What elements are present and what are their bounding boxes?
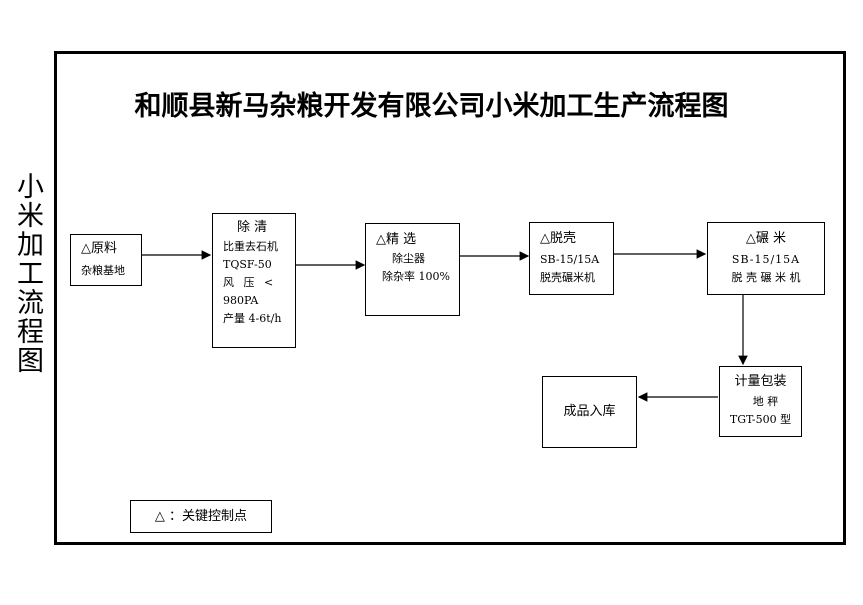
node-cleaning-line5: 980PA xyxy=(223,294,259,307)
node-cleaning-line3: TQSF-50 xyxy=(223,258,272,271)
node-selection-line3: 除杂率 100% xyxy=(382,270,450,283)
node-milling: △碾 米 SB-15/15A 脱 壳 碾 米 机 xyxy=(707,222,825,295)
node-selection: △精 选 除尘器 除杂率 100% xyxy=(365,223,460,316)
node-cleaning-line4: 风 压 < xyxy=(223,276,277,289)
legend-text: △ ：关键控制点 xyxy=(154,509,248,524)
node-milling-line2: SB-15/15A xyxy=(731,253,801,266)
node-cleaning-title: 除 清 xyxy=(237,220,268,235)
node-storage: 成品入库 xyxy=(542,376,637,448)
node-raw-material: △原料 杂粮基地 xyxy=(70,234,142,286)
page-title: 和顺县新马杂粮开发有限公司小米加工生产流程图 xyxy=(134,91,729,122)
node-hulling-title: △脱壳 xyxy=(540,231,576,246)
node-milling-title: △碾 米 xyxy=(745,231,787,246)
node-milling-line3: 脱 壳 碾 米 机 xyxy=(731,271,801,284)
diagram-frame xyxy=(54,51,846,545)
node-cleaning-line6: 产量 4-6t/h xyxy=(223,312,282,325)
node-packaging-line2: 地 秤 xyxy=(752,395,779,408)
node-hulling: △脱壳 SB-15/15A 脱壳碾米机 xyxy=(529,222,614,295)
node-selection-line2: 除尘器 xyxy=(392,252,425,265)
node-raw-title: △原料 xyxy=(81,241,117,256)
node-packaging-line3: TGT-500 型 xyxy=(729,413,792,426)
node-packaging-title: 计量包装 xyxy=(734,374,787,389)
node-packaging: 计量包装 地 秤 TGT-500 型 xyxy=(719,366,802,437)
node-hulling-line2: SB-15/15A xyxy=(540,253,600,266)
node-cleaning: 除 清 比重去石机 TQSF-50 风 压 < 980PA 产量 4-6t/h xyxy=(212,213,296,348)
node-raw-sub: 杂粮基地 xyxy=(81,264,125,277)
node-hulling-line3: 脱壳碾米机 xyxy=(540,271,595,284)
node-storage-title: 成品入库 xyxy=(563,404,616,419)
node-cleaning-line2: 比重去石机 xyxy=(223,240,278,253)
side-title: 小米加工流程图 xyxy=(12,172,43,375)
legend-box: △ ：关键控制点 xyxy=(130,500,272,533)
node-selection-title: △精 选 xyxy=(376,232,417,247)
